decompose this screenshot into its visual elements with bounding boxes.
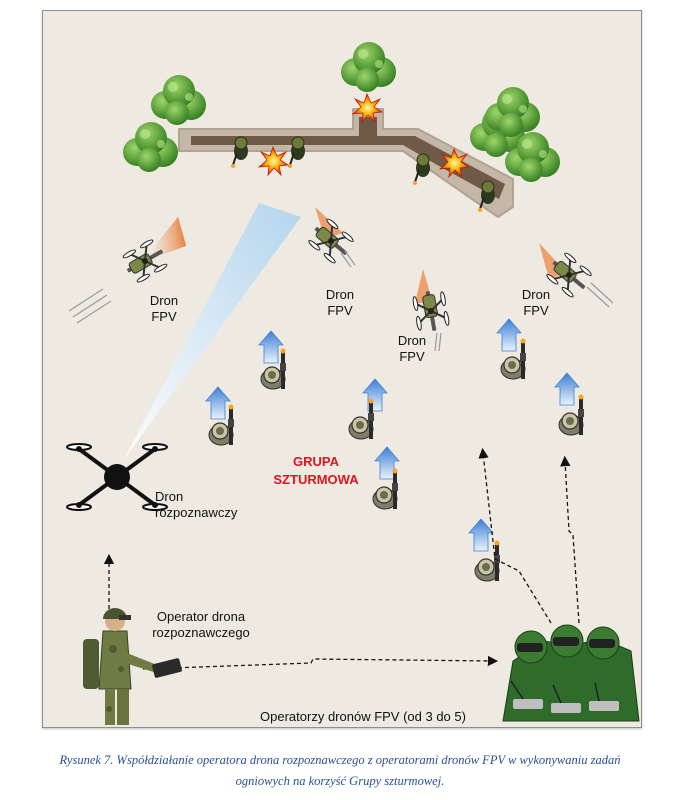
advance-arrow-icon xyxy=(205,386,231,420)
motion-lines xyxy=(68,250,614,352)
bush-icon xyxy=(151,75,206,125)
recon-operator-label: Operator drona rozpoznawczego xyxy=(152,609,250,640)
fpv-drone-label: Dron FPV xyxy=(397,333,427,364)
caption-line-2: ogniowych na korzyść Grupy szturmowej. xyxy=(235,774,445,788)
assault-group-label: GRUPA SZTURMOWA xyxy=(273,454,359,487)
scene-diagram xyxy=(66,42,640,725)
advance-arrow-icon xyxy=(362,378,388,412)
fpv-operators-icon xyxy=(502,624,640,722)
recon-drone-label: Dron rozpoznawczy xyxy=(155,489,238,520)
fpv-drone-label: Dron FPV xyxy=(149,293,179,324)
bush-icon xyxy=(123,122,178,172)
figure-caption: Rysunek 7. Współdziałanie operatora dron… xyxy=(20,750,660,792)
bush-icon xyxy=(485,87,540,137)
operator-icon xyxy=(83,608,182,725)
bush-icon xyxy=(341,42,396,92)
fpv-drone-label: Dron FPV xyxy=(325,287,355,318)
quadcopter-icon xyxy=(66,443,168,511)
advance-arrow-icon xyxy=(258,330,284,364)
fpv-drone-label: Dron FPV xyxy=(521,287,551,318)
comm-lines xyxy=(103,447,580,670)
soldier-icon xyxy=(348,397,375,440)
advance-arrow-icon xyxy=(468,518,494,552)
advance-arrow-icon xyxy=(554,372,580,406)
recon-view-beam xyxy=(123,203,301,461)
fpv-operators-label: Operatorzy dronów FPV (od 3 do 5) xyxy=(260,709,466,724)
enemy-trench xyxy=(178,108,514,218)
fpv-cone xyxy=(142,216,187,263)
figure-panel: Dron FPV Dron FPV Dron FPV Dron FPV Dron… xyxy=(42,10,642,728)
caption-line-1: Rysunek 7. Współdziałanie operatora dron… xyxy=(59,753,621,767)
fpv-drone-icon xyxy=(304,214,358,268)
advance-arrow-icon xyxy=(496,318,522,352)
